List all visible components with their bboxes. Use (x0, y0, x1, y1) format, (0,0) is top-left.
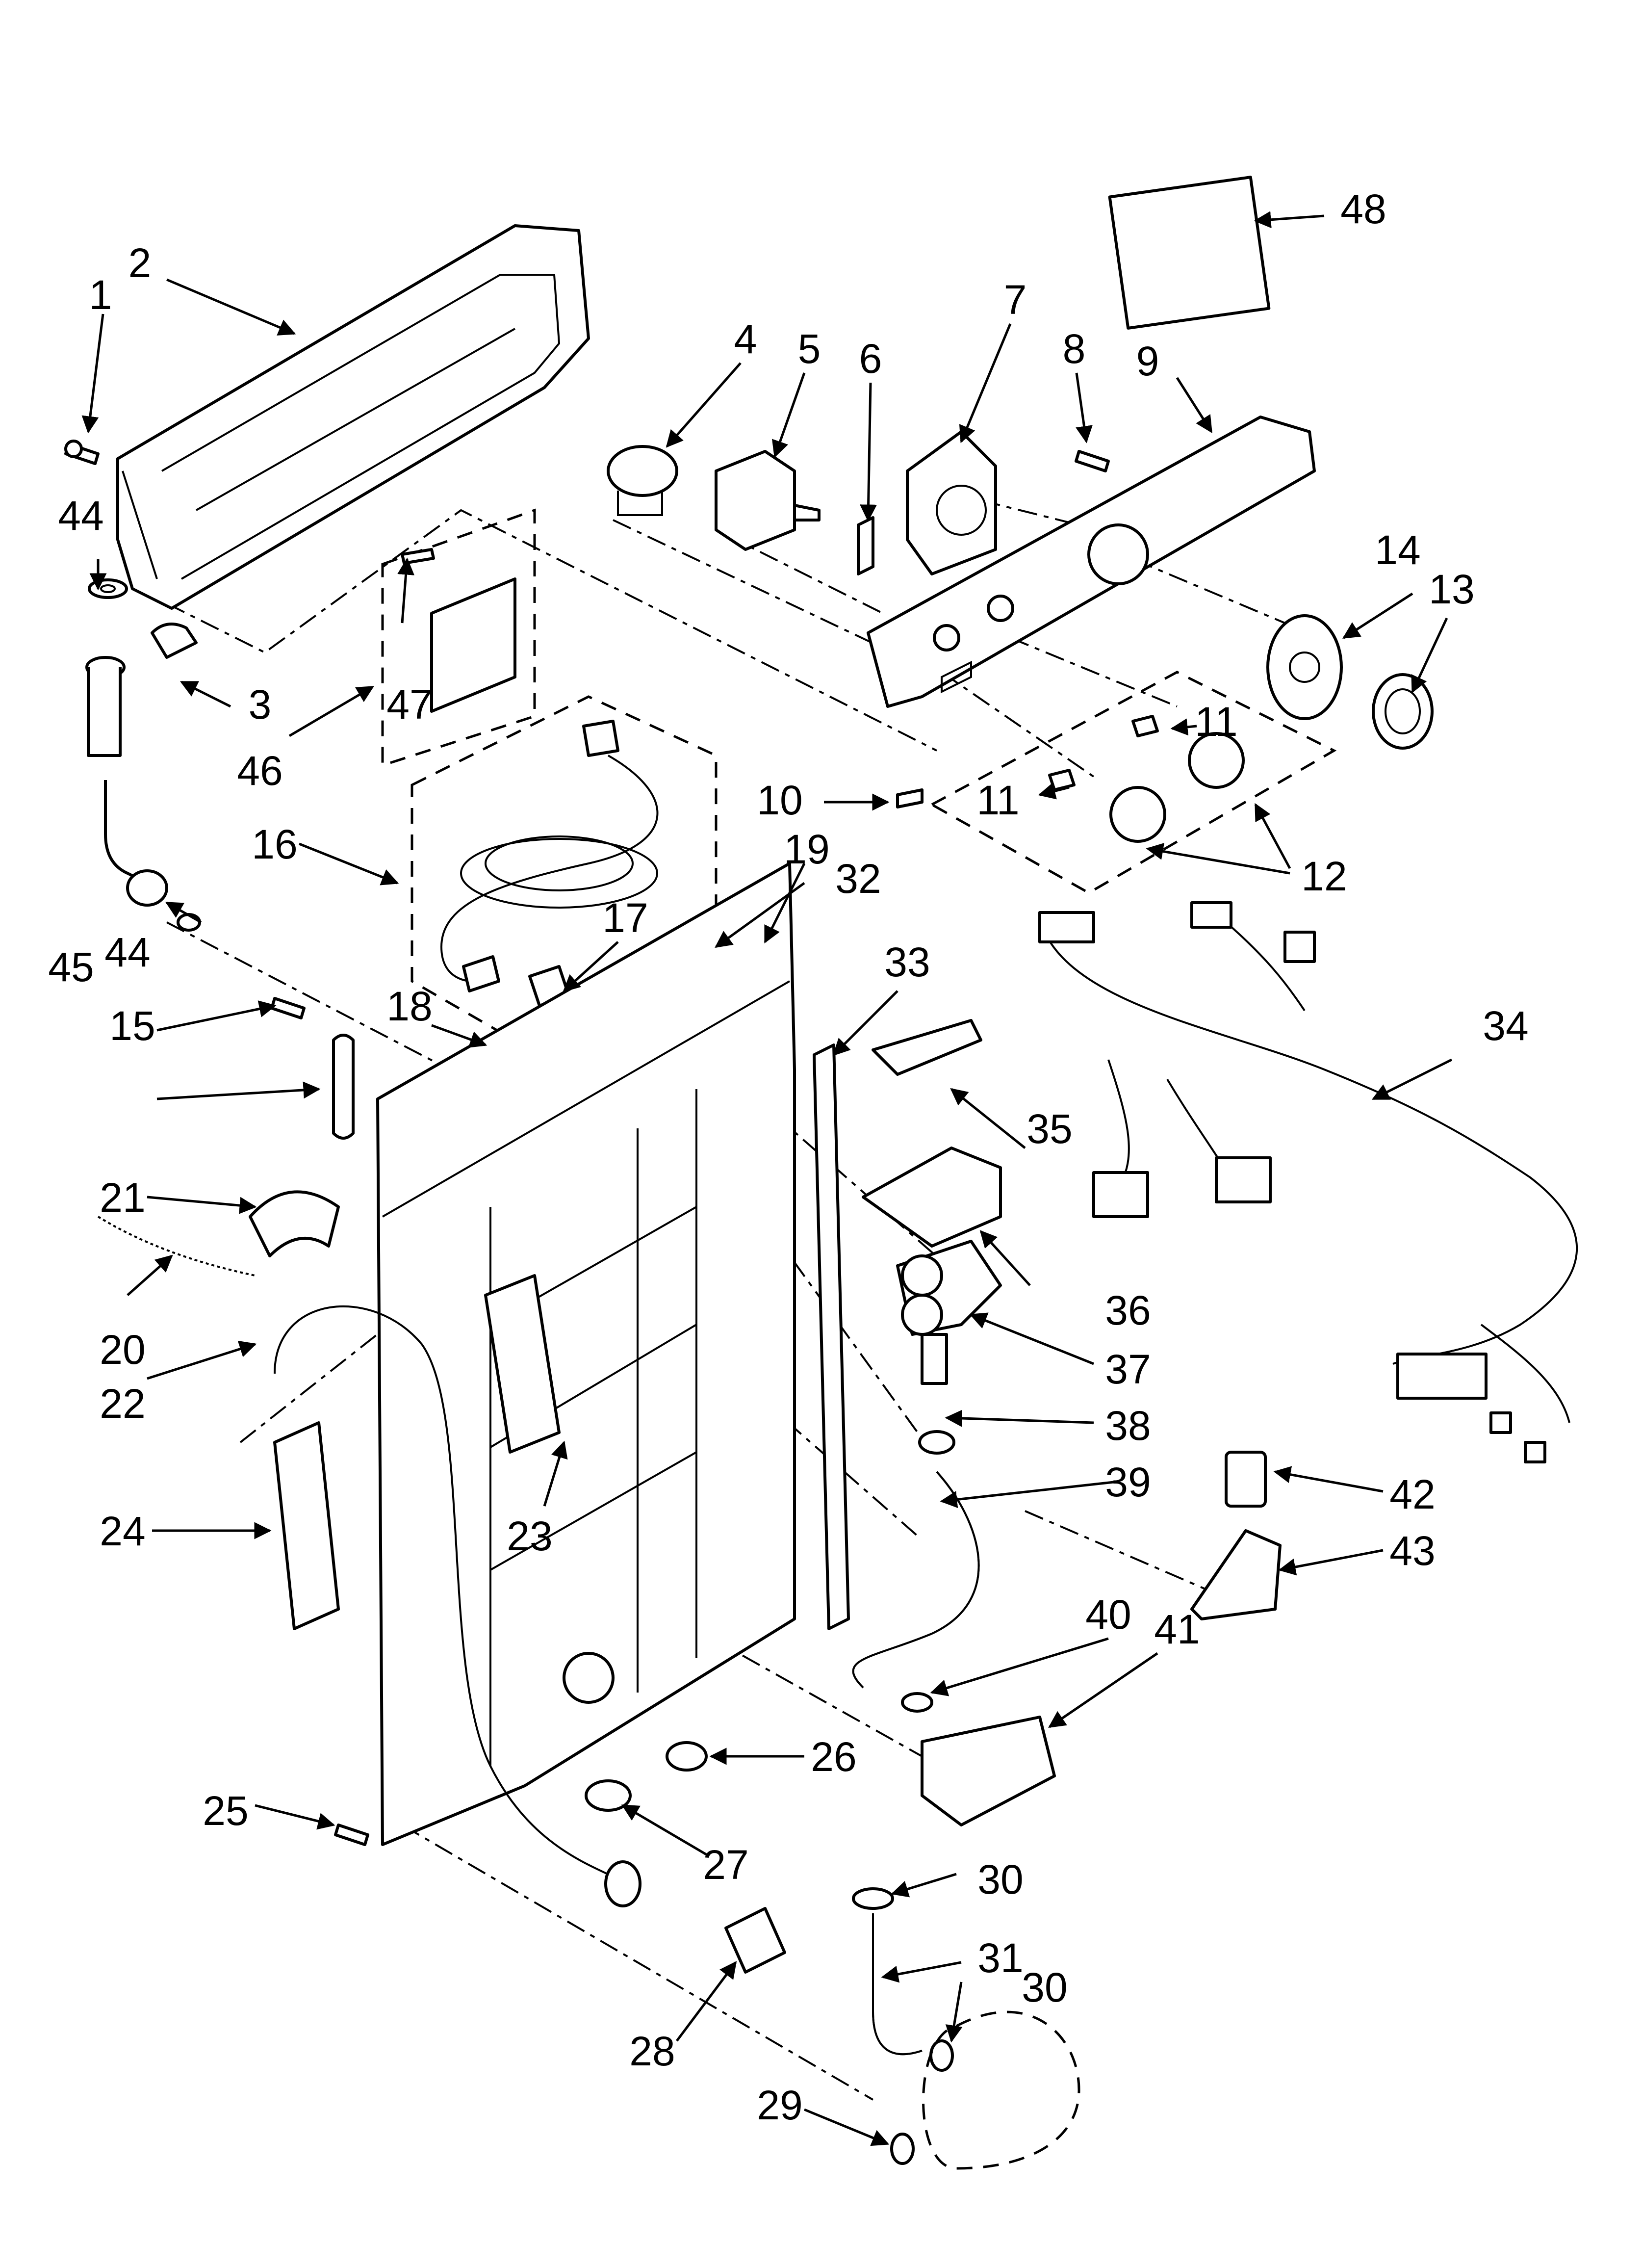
callout-7: 7 (1004, 277, 1027, 323)
callout-3: 3 (249, 681, 272, 728)
pump-hose (852, 1887, 1080, 2170)
callout-23: 23 (507, 1513, 552, 1559)
console-panel (867, 416, 1316, 708)
callout-47: 47 (386, 681, 432, 728)
callout-37: 37 (1105, 1346, 1151, 1392)
callout-5: 5 (798, 326, 821, 372)
callout-35: 35 (1026, 1106, 1072, 1152)
callout-20: 20 (100, 1327, 145, 1373)
callout-25: 25 (203, 1788, 248, 1834)
callout-labels: 1 2 3 4 5 6 7 8 9 10 11 11 12 13 14 15 1… (48, 186, 1528, 2128)
callout-27: 27 (703, 1842, 748, 1888)
brackets (273, 1274, 561, 1630)
callout-24: 24 (100, 1508, 145, 1554)
callout-28: 28 (629, 2028, 675, 2074)
callout-6: 6 (859, 336, 882, 382)
ground-wire (97, 1216, 256, 1277)
callout-21: 21 (100, 1174, 145, 1221)
callout-2: 2 (128, 240, 152, 286)
callout-32: 32 (835, 856, 881, 902)
callout-4: 4 (734, 316, 757, 362)
callout-34: 34 (1483, 1003, 1528, 1049)
wiring-harness (1038, 901, 1578, 1463)
valve-bracket (862, 1019, 1002, 1248)
callout-33: 33 (884, 939, 930, 985)
water-valve (852, 1240, 1002, 1689)
callout-16: 16 (252, 821, 297, 867)
callout-44a: 44 (58, 493, 103, 539)
callout-41: 41 (1154, 1606, 1200, 1652)
side-rail (813, 1043, 850, 1630)
screw-8-top (1075, 450, 1110, 472)
callout-1: 1 (89, 272, 112, 318)
callout-11b: 11 (976, 777, 1019, 823)
fill-nozzle (85, 656, 201, 932)
timer-knob (1266, 614, 1434, 750)
callout-45: 45 (48, 944, 94, 990)
callout-10: 10 (757, 777, 802, 823)
callout-29: 29 (757, 2082, 802, 2128)
controls (607, 430, 997, 575)
label-48 (1108, 176, 1271, 330)
lower-parts (334, 1741, 786, 1974)
group-box-12 (929, 671, 1337, 894)
callout-38: 38 (1105, 1403, 1151, 1449)
callout-12: 12 (1301, 853, 1347, 899)
console-base (116, 224, 590, 610)
callout-31: 31 (977, 1935, 1023, 1981)
buttons (896, 715, 1245, 843)
callout-13: 13 (1429, 566, 1474, 612)
screw-1 (64, 440, 100, 465)
callout-44b: 44 (104, 929, 150, 975)
cabinet-panel (376, 862, 796, 1846)
bracket-46-47 (401, 548, 516, 713)
callout-30a: 30 (977, 1856, 1023, 1903)
callout-46: 46 (237, 748, 282, 794)
callout-40: 40 (1085, 1591, 1131, 1638)
callout-18: 18 (386, 983, 432, 1029)
callout-14: 14 (1375, 527, 1420, 573)
callout-15: 15 (109, 1003, 155, 1049)
callout-26: 26 (811, 1734, 856, 1780)
callout-48: 48 (1340, 186, 1386, 232)
callout-30b: 30 (1022, 1964, 1067, 2010)
callout-11a: 11 (1195, 699, 1237, 745)
callout-17: 17 (602, 895, 648, 941)
callout-19: 19 (784, 826, 829, 872)
callout-9: 9 (1136, 338, 1159, 384)
callout-42: 42 (1389, 1471, 1435, 1517)
air-dome-parts (901, 1692, 1056, 1826)
callout-36: 36 (1105, 1287, 1151, 1333)
level-sensor (1190, 1451, 1282, 1620)
group-boxes (381, 508, 1337, 1056)
group-box-46 (381, 508, 536, 767)
callout-22: 22 (100, 1381, 145, 1427)
callout-43: 43 (1389, 1528, 1435, 1574)
callout-8: 8 (1063, 326, 1086, 372)
leader-arrows (81, 211, 1453, 2146)
drain-hose (274, 1305, 618, 1880)
callout-39: 39 (1105, 1459, 1151, 1505)
